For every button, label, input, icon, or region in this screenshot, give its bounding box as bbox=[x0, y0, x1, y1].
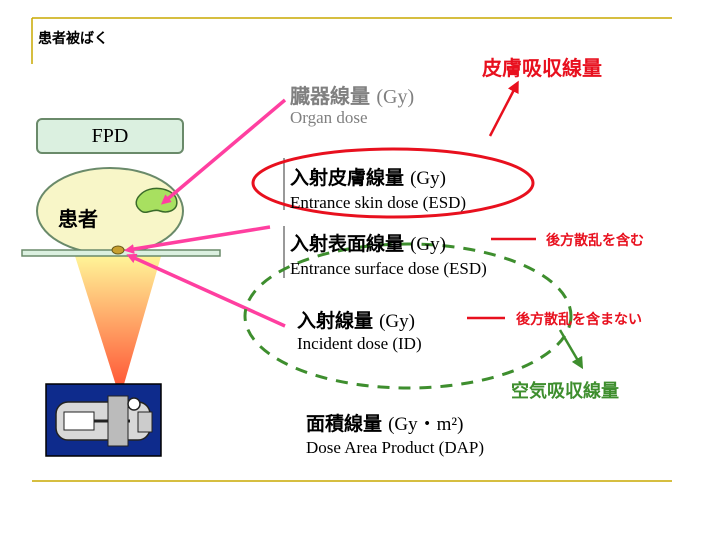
fpd-detector: FPD bbox=[36, 118, 184, 154]
organ-icon bbox=[135, 187, 178, 214]
organ-dose-title: 臓器線量 (Gy) bbox=[290, 80, 414, 109]
incident-unit: (Gy) bbox=[379, 311, 415, 332]
page-title: 患者被ばく bbox=[38, 31, 108, 47]
arrow-surface-dose bbox=[124, 225, 271, 254]
skin-absorbed-dose-label: 皮膚吸収線量 bbox=[482, 56, 602, 80]
esd-jp: 入射皮膚線量 bbox=[290, 167, 405, 189]
with-backscatter-label: 後方散乱を含む bbox=[546, 233, 644, 249]
organ-dose-en: Organ dose bbox=[290, 108, 368, 127]
surface-dose-title: 入射表面線量 (Gy) bbox=[290, 229, 446, 256]
arrow-skin-absorbed bbox=[488, 80, 519, 137]
surface-en: Entrance surface dose (ESD) bbox=[290, 259, 487, 278]
dap-title: 面積線量 (Gy・m²) bbox=[306, 409, 463, 436]
incident-dose-title: 入射線量 (Gy) bbox=[297, 306, 415, 333]
organ-dose-jp: 臓器線量 bbox=[290, 84, 370, 108]
incident-jp: 入射線量 bbox=[297, 310, 374, 332]
without-backscatter-label: 後方散乱を含まない bbox=[516, 312, 642, 328]
surface-unit: (Gy) bbox=[410, 234, 446, 255]
arrow-incident-dose bbox=[126, 253, 286, 328]
x-ray-beam bbox=[74, 253, 162, 398]
organ-dose-unit: (Gy) bbox=[376, 86, 415, 108]
arrow-organ-dose bbox=[160, 98, 287, 205]
x-ray-tube-icon bbox=[45, 383, 162, 457]
esd-unit: (Gy) bbox=[410, 168, 446, 189]
surface-jp: 入射表面線量 bbox=[290, 233, 405, 255]
air-absorbed-dose-label: 空気吸収線量 bbox=[511, 381, 619, 402]
esd-en: Entrance skin dose (ESD) bbox=[290, 193, 467, 212]
dap-jp: 面積線量 bbox=[306, 413, 383, 435]
entrance-point bbox=[111, 245, 125, 255]
patient-label: 患者 bbox=[58, 207, 98, 231]
air-dose-ellipse bbox=[243, 242, 573, 390]
arrow-air-absorbed bbox=[558, 329, 584, 370]
skin-dose-ellipse bbox=[251, 147, 535, 219]
incident-en: Incident dose (ID) bbox=[297, 334, 422, 353]
dap-en: Dose Area Product (DAP) bbox=[306, 438, 484, 457]
dap-unit: (Gy・m²) bbox=[388, 414, 464, 435]
esd-title: 入射皮膚線量 (Gy) bbox=[290, 163, 446, 190]
